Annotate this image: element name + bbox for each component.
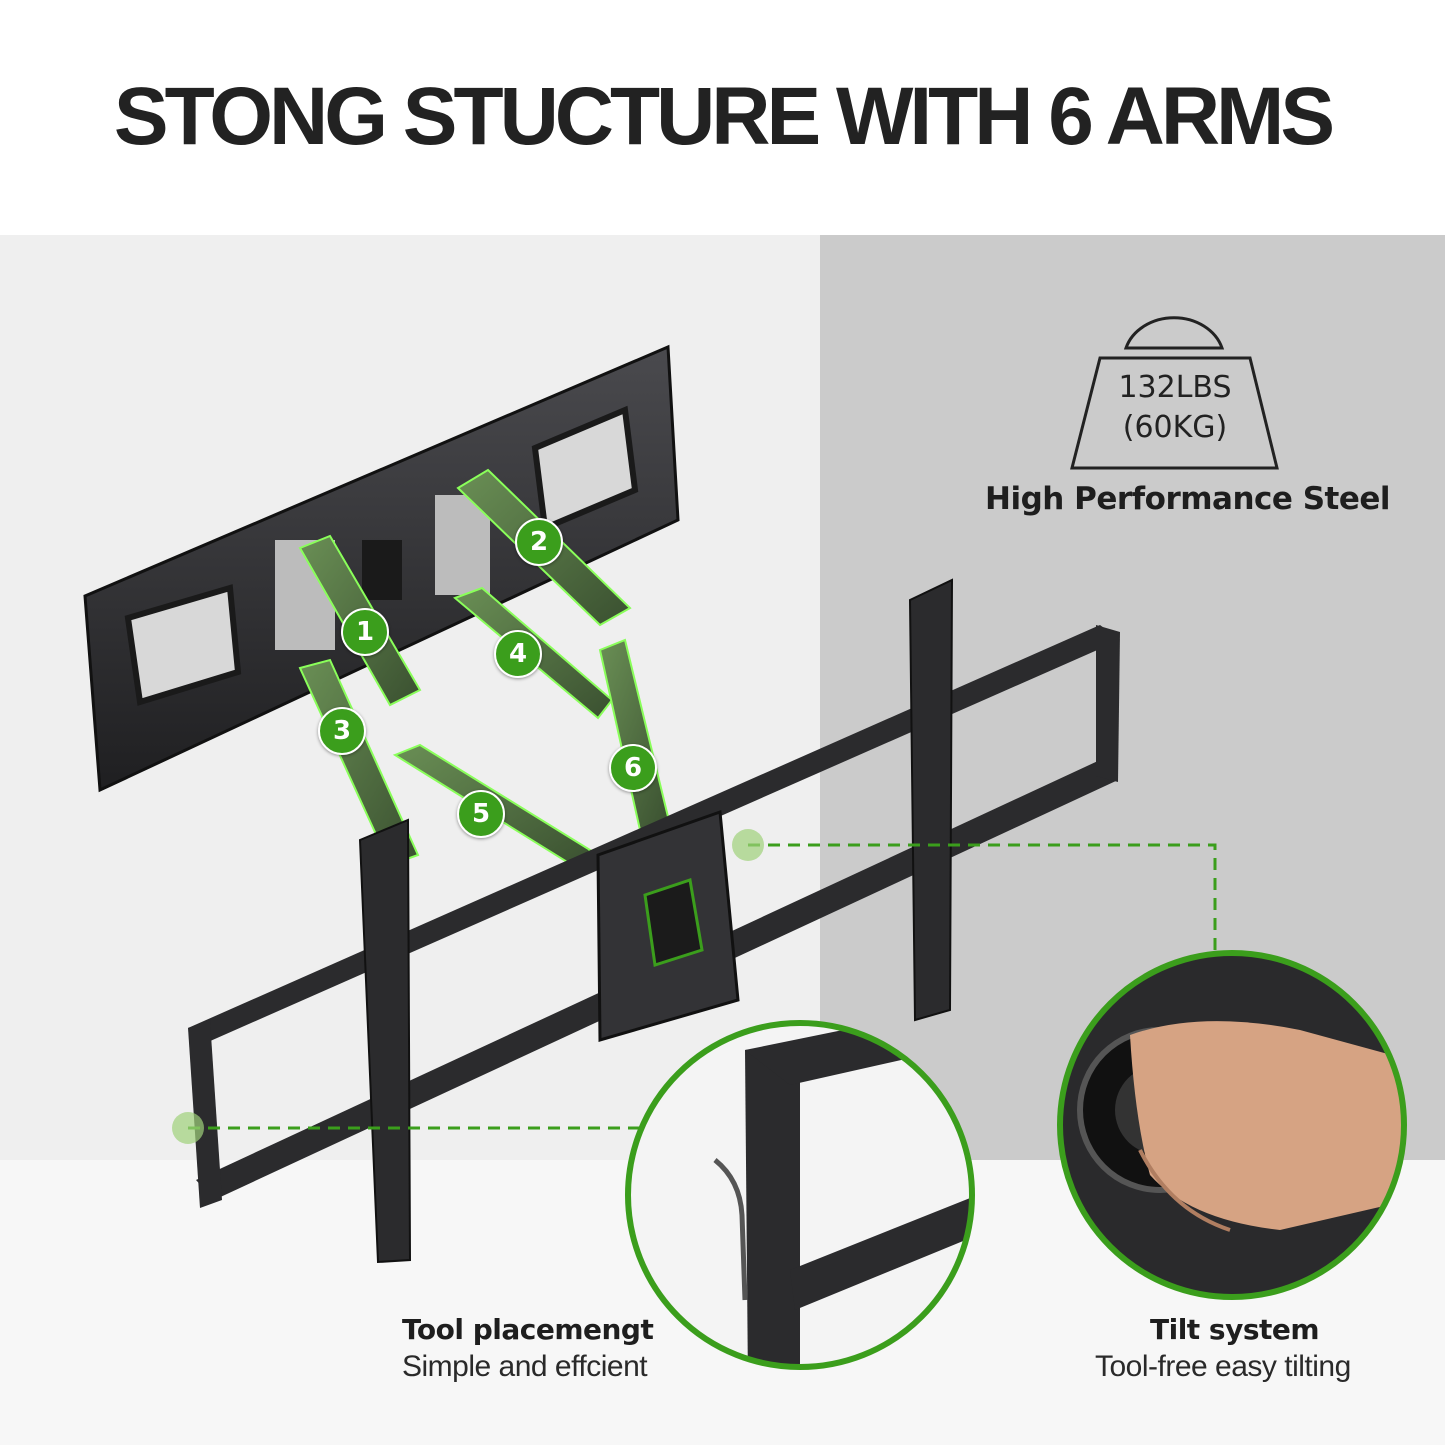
weight-icon [1070, 316, 1279, 470]
arm-badge-1: 1 [341, 608, 389, 656]
tilt-system-subtitle: Tool-free easy tilting [1095, 1350, 1351, 1383]
tilt-point-marker [732, 829, 764, 861]
arm-badge-3: 3 [318, 707, 366, 755]
tv-bracket-frame [188, 578, 1120, 1264]
wall-background [0, 235, 1445, 1445]
page-title: STONG STUCTURE WITH 6 ARMS [113, 71, 1335, 162]
leader-lines [188, 843, 1217, 1130]
arm-badge-4: 4 [494, 630, 542, 678]
tool-placement-title: Tool placemengt [402, 1313, 654, 1346]
capacity-kg: (60KG) [1122, 410, 1228, 445]
tool-placement-zoom [625, 1020, 975, 1370]
product-illustration [0, 235, 1445, 1445]
capacity-lbs: 132LBS [1118, 370, 1232, 405]
material-label: High Performance Steel [985, 481, 1391, 517]
tilt-system-title: Tilt system [1150, 1313, 1320, 1346]
arm-badge-2: 2 [515, 518, 563, 566]
tool-point-marker [172, 1112, 204, 1144]
tilt-system-zoom [1057, 950, 1407, 1300]
tool-placement-subtitle: Simple and effcient [402, 1350, 648, 1383]
arm-badge-6: 6 [609, 744, 657, 792]
arm-badge-5: 5 [457, 790, 505, 838]
